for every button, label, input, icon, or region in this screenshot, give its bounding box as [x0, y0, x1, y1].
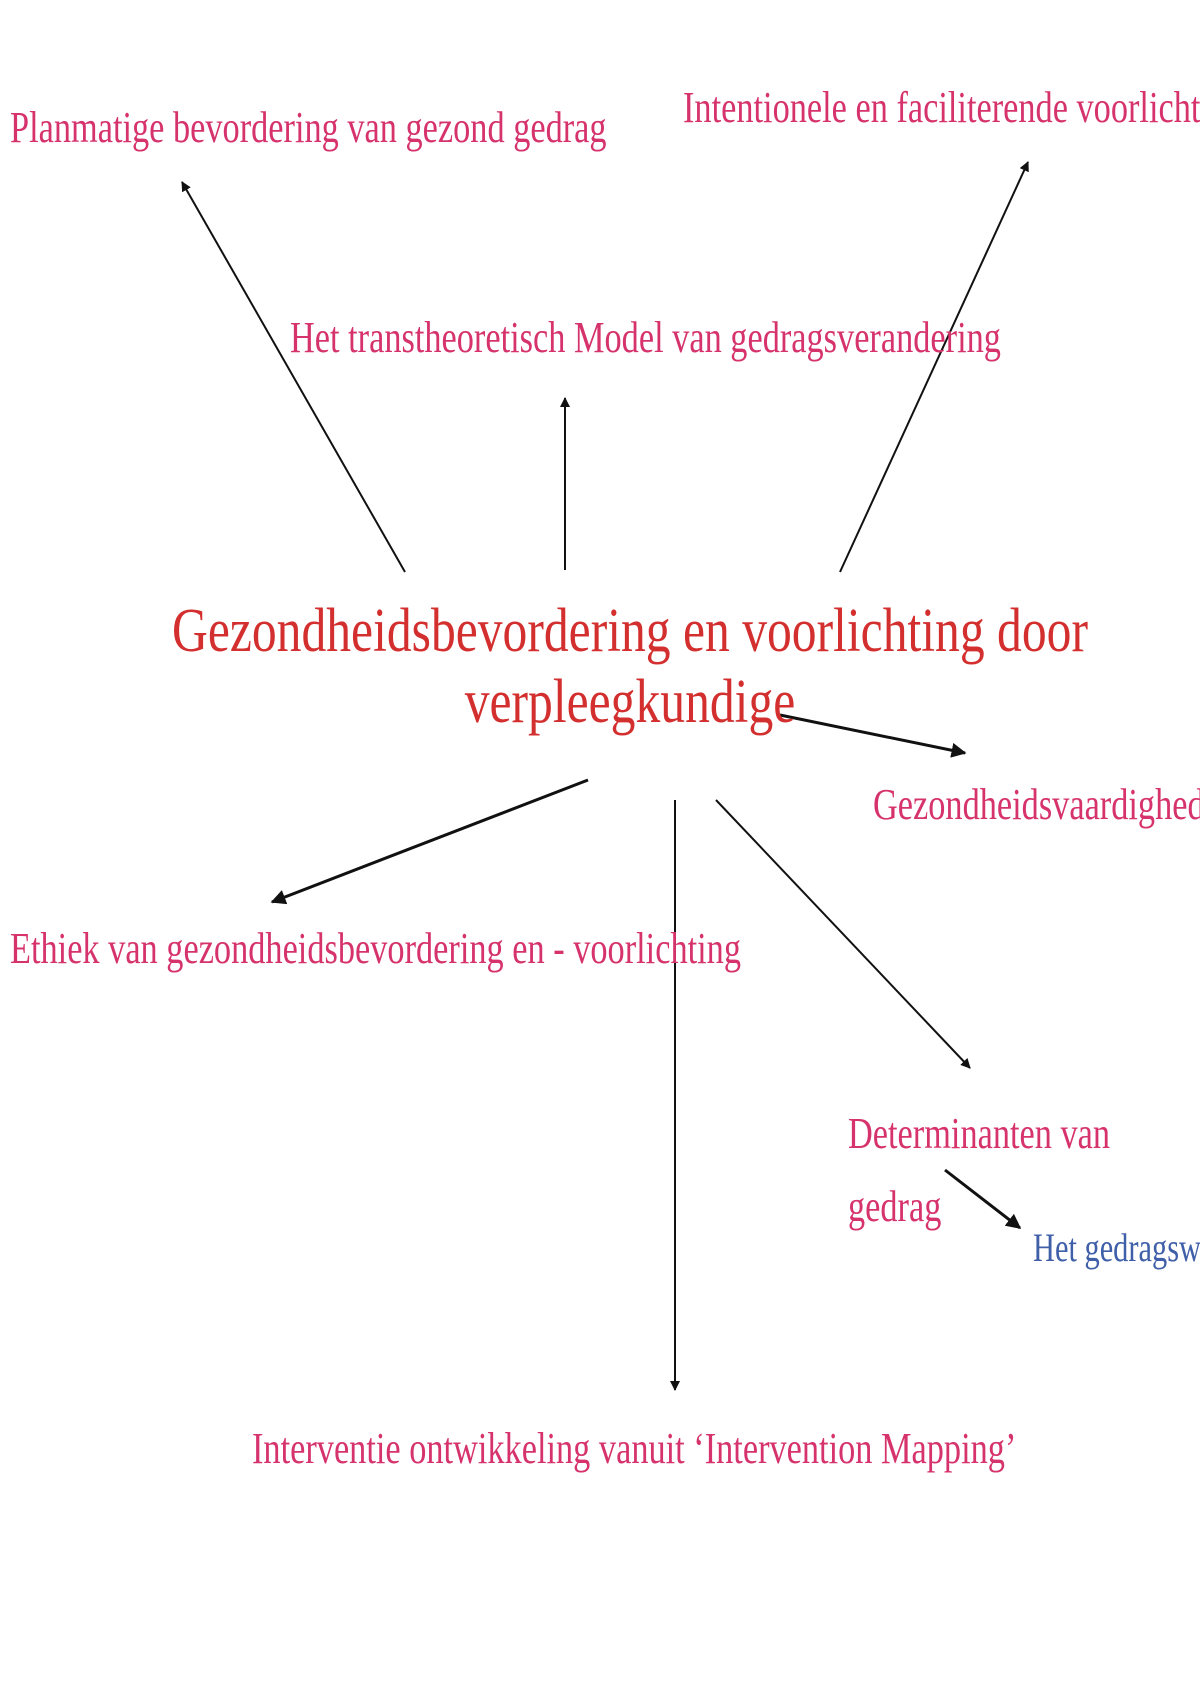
topic-transtheoretisch-model: Het transtheoretisch Model van gedragsve… — [290, 313, 1001, 362]
determinanten-line-2: gedrag — [848, 1181, 942, 1231]
topic-planmatige-bevordering: Planmatige bevordering van gezond gedrag — [10, 103, 607, 152]
topic-interventie-ontwikkeling: Interventie ontwikkeling vanuit ‘Interve… — [252, 1424, 1017, 1473]
arrow-to-ethiek — [270, 778, 589, 905]
central-topic-line-2: verpleegkundige — [464, 668, 796, 737]
topic-gezondheidsvaardigheden: Gezondheidsvaardigheden — [873, 780, 1200, 829]
determinanten-line-1: Determinanten van — [848, 1109, 1111, 1158]
central-topic: Gezondheidsbevordering en voorlichting d… — [126, 596, 1134, 739]
arrow-to-intentionele — [839, 161, 1029, 573]
arrow-to-determinanten — [715, 799, 971, 1069]
central-topic-line-1: Gezondheidsbevordering en voorlichting d… — [172, 597, 1088, 665]
arrow-to-gedragswiel — [944, 1168, 1022, 1230]
arrow-to-planmatige — [181, 181, 406, 573]
topic-determinanten-van-gedrag: Determinanten van gedrag — [848, 1098, 1110, 1243]
arrow-to-vaardigheden — [779, 713, 967, 758]
leaf-het-gedragswiel: Het gedragswiel — [1033, 1225, 1200, 1270]
topic-ethiek: Ethiek van gezondheidsbevordering en - v… — [10, 924, 741, 973]
topic-intentionele-voorlichting: Intentionele en faciliterende voorlichti… — [683, 83, 1200, 132]
